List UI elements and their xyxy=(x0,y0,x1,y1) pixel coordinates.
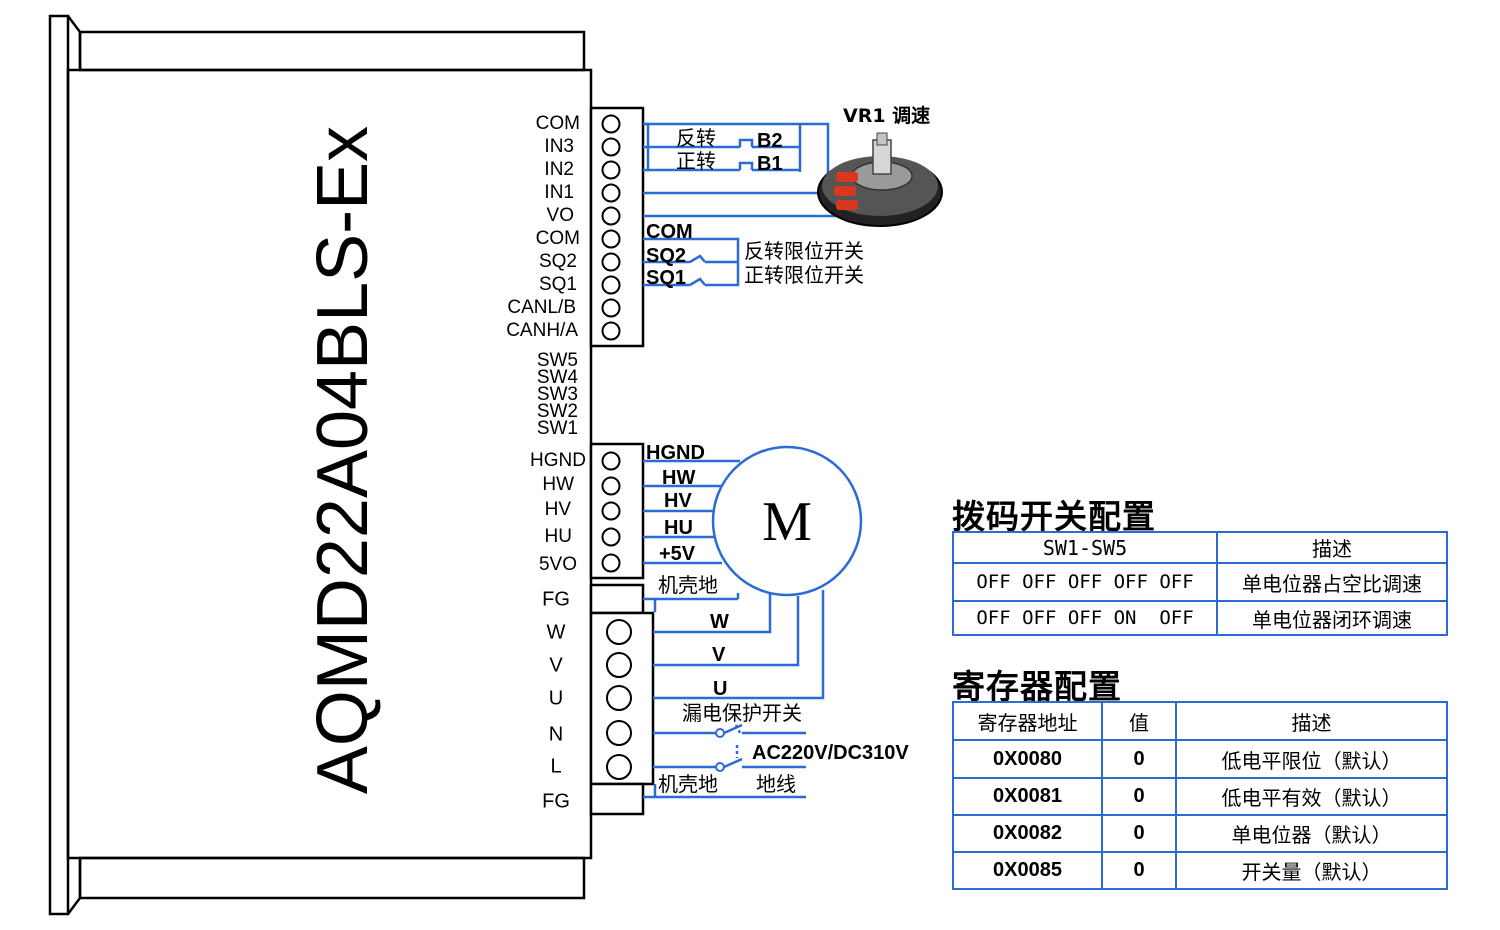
pot-label: VR1 调速 xyxy=(843,104,930,127)
terminal-label: IN3 xyxy=(544,136,574,157)
hu-label: HU xyxy=(664,517,693,539)
hall-terminal-block xyxy=(589,442,645,580)
5v-label: +5V xyxy=(659,543,696,565)
earth-label: 地线 xyxy=(756,772,796,796)
supply-label: AC220V/DC310V xyxy=(752,742,909,764)
sq2-label: SQ2 xyxy=(646,245,686,267)
register-address: 0X0082 xyxy=(952,814,1103,853)
terminal-label: COM xyxy=(536,113,580,134)
hgnd-label: HGND xyxy=(646,442,705,464)
table-header: 寄存器地址 xyxy=(952,701,1103,741)
motor-label: M xyxy=(762,491,812,553)
terminal-label: HU xyxy=(545,526,572,547)
terminal-label: SQ2 xyxy=(539,251,577,272)
sw-codes: OFF OFF OFF ON OFF xyxy=(952,600,1218,636)
model-label: AQMD22A04BLS-Ex xyxy=(303,126,383,794)
signal-terminal-block xyxy=(589,106,645,348)
terminal-label: HV xyxy=(545,499,572,520)
hall-terminal-labels: HGND HW HV HU 5VO xyxy=(530,450,586,575)
signal-terminal-labels: COM IN3 IN2 IN1 VO COM SQ2 SQ1 CANL/B CA… xyxy=(506,113,580,341)
table-row: 0X0080 0 低电平限位（默认） xyxy=(952,739,1448,779)
terminal-label: CANL/B xyxy=(507,297,576,318)
b2-label: B2 xyxy=(757,130,783,152)
register-value: 0 xyxy=(1101,814,1177,853)
power-terminal-labels: FG W V U N L FG xyxy=(542,588,570,812)
power-terminal-block xyxy=(589,583,655,816)
potentiometer-icon xyxy=(817,132,943,227)
terminal-label: U xyxy=(549,687,563,709)
terminal-label: FG xyxy=(542,588,570,610)
dip-label: SW4 xyxy=(537,367,579,388)
table-header: 值 xyxy=(1101,701,1177,741)
dip-switch-labels: SW5 SW4 SW3 SW2 SW1 xyxy=(537,350,579,439)
reverse-limit-label: 反转限位开关 xyxy=(744,239,864,263)
terminal-label: HGND xyxy=(530,450,586,471)
terminal-label: 5VO xyxy=(539,554,577,575)
forward-label: 正转 xyxy=(676,149,716,173)
register-address: 0X0081 xyxy=(952,777,1103,816)
dip-label: SW2 xyxy=(537,401,578,422)
wiring-labels: 反转 正转 B2 B1 VR1 调速 COM SQ2 SQ1 反转限位开关 正转… xyxy=(646,104,930,796)
hv-label: HV xyxy=(664,490,692,512)
table-row: 0X0082 0 单电位器（默认） xyxy=(952,814,1448,853)
reverse-label: 反转 xyxy=(676,126,716,150)
table-row: 0X0085 0 开关量（默认） xyxy=(952,851,1448,890)
register-value: 0 xyxy=(1101,777,1177,816)
register-value: 0 xyxy=(1101,851,1177,890)
button-contacts xyxy=(689,138,754,287)
motor-icon: M xyxy=(711,445,863,597)
table-row: OFF OFF OFF OFF OFF 单电位器占空比调速 xyxy=(952,562,1448,602)
table-header: 描述 xyxy=(1216,531,1448,564)
register-description: 开关量（默认） xyxy=(1175,851,1448,890)
register-address: 0X0080 xyxy=(952,739,1103,779)
w-label: W xyxy=(710,611,729,633)
table-header: 描述 xyxy=(1175,701,1448,741)
register-description: 低电平有效（默认） xyxy=(1175,777,1448,816)
register-description: 低电平限位（默认） xyxy=(1175,739,1448,779)
table-header: SW1-SW5 xyxy=(952,531,1218,564)
v-label: V xyxy=(712,644,726,666)
terminal-label: CANH/A xyxy=(506,320,578,341)
hw-label: HW xyxy=(662,467,695,489)
breaker-label: 漏电保护开关 xyxy=(682,701,802,725)
table-row: 0X0081 0 低电平有效（默认） xyxy=(952,777,1448,816)
terminal-label: IN2 xyxy=(544,159,574,180)
terminal-label: W xyxy=(547,621,566,643)
dip-label: SW5 xyxy=(537,350,578,371)
terminal-label: IN1 xyxy=(544,182,574,203)
sw-description: 单电位器闭环调速 xyxy=(1216,600,1448,636)
dip-label: SW1 xyxy=(537,418,578,439)
dip-config-title: 拨码开关配置 xyxy=(952,497,1156,536)
com-label: COM xyxy=(646,221,693,243)
b1-label: B1 xyxy=(757,153,783,175)
dip-config-table: SW1-SW5 描述 OFF OFF OFF OFF OFF 单电位器占空比调速… xyxy=(952,531,1448,636)
terminal-label: VO xyxy=(547,205,574,226)
terminal-label: V xyxy=(549,654,563,676)
forward-limit-label: 正转限位开关 xyxy=(744,263,864,287)
terminal-label: N xyxy=(549,723,563,745)
register-config-title: 寄存器配置 xyxy=(952,667,1122,706)
sw-codes: OFF OFF OFF OFF OFF xyxy=(952,562,1218,602)
sw-description: 单电位器占空比调速 xyxy=(1216,562,1448,602)
u-label: U xyxy=(713,678,727,700)
terminal-label: COM xyxy=(536,228,580,249)
register-description: 单电位器（默认） xyxy=(1175,814,1448,853)
table-row: OFF OFF OFF ON OFF 单电位器闭环调速 xyxy=(952,600,1448,636)
switch-contacts xyxy=(715,728,725,772)
terminal-label: L xyxy=(550,755,561,777)
dip-label: SW3 xyxy=(537,384,578,405)
sq1-label: SQ1 xyxy=(646,267,686,289)
case-ground-label: 机壳地 xyxy=(658,573,718,597)
terminal-label: FG xyxy=(542,790,570,812)
register-address: 0X0085 xyxy=(952,851,1103,890)
register-value: 0 xyxy=(1101,739,1177,779)
terminal-label: HW xyxy=(542,474,574,495)
terminal-label: SQ1 xyxy=(539,274,577,295)
register-config-table: 寄存器地址 值 描述 0X0080 0 低电平限位（默认） 0X0081 0 低… xyxy=(952,701,1448,890)
case-ground-label: 机壳地 xyxy=(658,772,718,796)
